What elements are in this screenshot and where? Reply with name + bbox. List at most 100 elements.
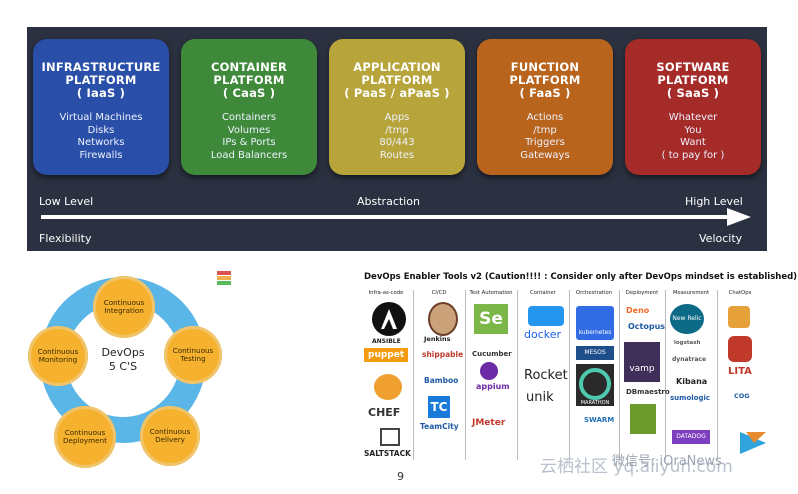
platform-item: /tmp [533, 124, 557, 136]
tools-column-divider [717, 290, 718, 460]
tool-shippable: shippable [422, 350, 464, 359]
tool-bamboo: Bamboo [424, 376, 459, 385]
platform-title2: PLATFORM [657, 73, 729, 87]
selenium-logo-icon: Se [474, 304, 508, 334]
tools-column-divider [569, 290, 570, 460]
tool-kubernetes: kubernetes [578, 330, 612, 336]
platform-item: Triggers [525, 137, 565, 148]
tool-lita: LITA [728, 366, 752, 377]
platform-title3: ( CaaS ) [222, 86, 276, 100]
tool-dynatrace: dynatrace [672, 356, 707, 363]
tool-kibana: Kibana [676, 377, 708, 386]
bubble-testing-label: Continuous Testing [172, 345, 214, 363]
platform-title2: PLATFORM [213, 73, 285, 87]
watermark-text: 云栖社区 yq.aliyun.com [540, 457, 733, 477]
5cs-center-subtitle: 5 C'S [108, 360, 138, 373]
platform-item: IPs & Ports [222, 137, 276, 148]
chatops-bot-icon [728, 306, 750, 328]
tool-logstash: logstash [674, 340, 701, 346]
platform-item: Networks [77, 137, 125, 148]
tool-selenium: Se [479, 309, 503, 329]
platform-title2: PLATFORM [361, 73, 433, 87]
tool-docker: docker [524, 328, 562, 341]
low-level-label: Low Level [39, 195, 94, 208]
tool-cucumber: Cucumber [472, 350, 512, 358]
appium-logo-icon [480, 362, 498, 380]
bubble-deployment: Continuous Deployment [54, 406, 116, 468]
high-level-label: High Level [685, 195, 743, 208]
platform-item: Want [680, 137, 706, 148]
stack-logo-icon [217, 271, 231, 285]
tools-column-header: Test Automation [469, 290, 513, 296]
platform-item: Whatever [668, 112, 718, 123]
tool-teamcity: TeamCity [420, 422, 459, 431]
platform-item: You [684, 124, 702, 136]
tools-column-divider [517, 290, 518, 460]
tool-chef: CHEF [368, 406, 401, 419]
abstraction-label: Abstraction [357, 195, 420, 208]
velocity-label: Velocity [699, 232, 743, 245]
platform-title3: ( IaaS ) [76, 86, 126, 100]
platform-title2: PLATFORM [509, 73, 581, 87]
platform-title1: SOFTWARE [656, 60, 730, 74]
bubble-delivery: Continuous Delivery [140, 406, 200, 466]
platform-title3: ( SaaS ) [666, 86, 720, 100]
platform-item: Actions [526, 112, 564, 123]
ansible-logo-icon [372, 302, 406, 336]
bubble-integration-label: Continuous Integration [103, 297, 145, 315]
bubble-deployment-label: Continuous Deployment [63, 427, 107, 445]
tool-saltstack: SALTSTACK [364, 449, 411, 458]
platform-item: Volumes [227, 124, 271, 136]
platform-item: Load Balancers [210, 149, 288, 161]
tools-column-header: CI/CD [431, 290, 447, 296]
platform-item: ( to pay for ) [661, 149, 725, 161]
tool-appium: appium [476, 382, 510, 391]
saltstack-logo-icon [380, 428, 400, 446]
tools-column-header: ChatOps [728, 290, 752, 296]
tools-column-header: Measurement [672, 290, 710, 296]
kubernetes-logo-icon: kubernetes [576, 306, 614, 340]
jenkins-logo-icon [428, 302, 458, 336]
tools-column-header: Deployment [625, 290, 659, 296]
chef-logo-icon [374, 374, 402, 400]
tools-column-divider [413, 290, 414, 460]
abstraction-arrow-head [727, 208, 751, 226]
platform-title3: ( FaaS ) [519, 86, 571, 100]
tool-jenkins: Jenkins [424, 335, 451, 343]
docker-logo-icon [528, 306, 564, 326]
teamcity-logo-icon: TC [428, 396, 450, 418]
tools-column-divider [465, 290, 466, 460]
platform-item: Firewalls [79, 149, 123, 161]
tool-swarm: SWARM [584, 416, 615, 424]
tool-marathon: MARATHON [580, 400, 610, 406]
tools-title: DevOps Enabler Tools v2 (Caution!!!! : C… [364, 272, 798, 282]
bubble-integration: Continuous Integration [93, 276, 155, 338]
platform-title2: PLATFORM [65, 73, 137, 87]
bubble-monitoring-label: Continuous Monitoring [37, 346, 79, 364]
tool-mesos: MESOS [576, 346, 614, 360]
platform-title3: ( PaaS / aPaaS ) [344, 86, 450, 100]
tool-unik: unik [526, 390, 554, 405]
bubble-delivery-label: Continuous Delivery [149, 426, 191, 444]
lita-logo-icon [728, 336, 752, 362]
tool-newrelic: New Relic [670, 304, 704, 334]
tool-sumologic: sumologic [670, 394, 711, 402]
bubble-testing: Continuous Testing [164, 326, 222, 384]
devops-tools-chart: DevOps Enabler Tools v2 (Caution!!!! : C… [358, 272, 797, 472]
